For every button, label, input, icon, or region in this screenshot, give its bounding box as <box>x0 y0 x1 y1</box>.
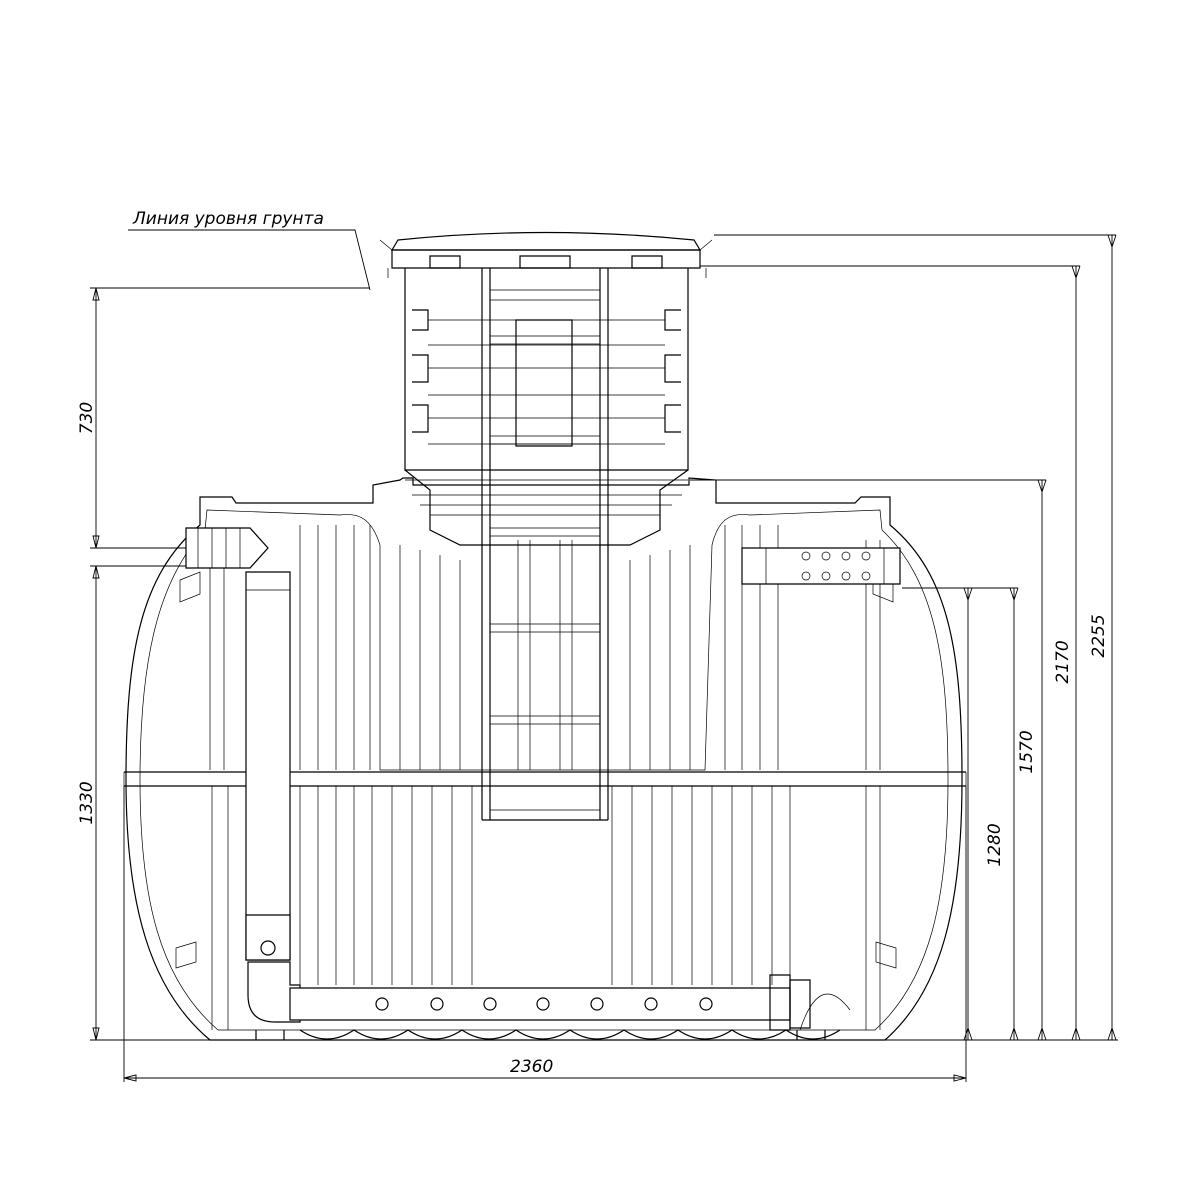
dim-width-2360: 2360 <box>510 1057 553 1077</box>
access-neck <box>379 231 713 546</box>
dim-total-2255: 2255 <box>1089 614 1109 657</box>
dimension-lines <box>90 234 1118 1082</box>
ground-level-label: Линия уровня грунта <box>132 209 324 229</box>
dim-outlet-1280: 1280 <box>985 823 1005 866</box>
dim-inlet-1570: 1570 <box>1017 730 1037 773</box>
dim-neck-730: 730 <box>77 402 97 434</box>
dim-body-1330: 1330 <box>77 781 97 824</box>
outlet-pipe <box>741 547 901 585</box>
ladder <box>481 268 609 821</box>
bottom-distribution-pipe <box>289 974 851 1031</box>
tank-ribs <box>209 525 881 1030</box>
ground-level-annotation <box>128 229 371 291</box>
inlet-pipe <box>185 527 301 1023</box>
dim-neck-top-2170: 2170 <box>1053 640 1073 683</box>
